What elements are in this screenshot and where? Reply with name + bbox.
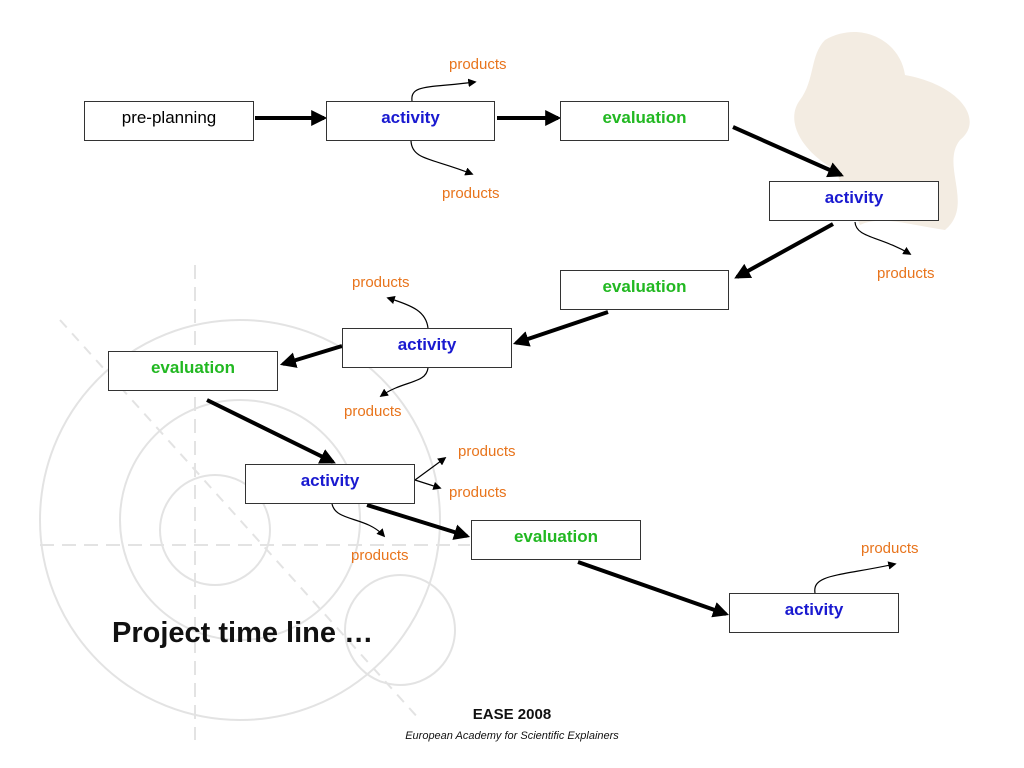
- footer-event: EASE 2008: [472, 706, 552, 723]
- flow-arrow: [206, 398, 336, 464]
- flow-arrow: [366, 503, 471, 540]
- activity-box: activity: [245, 464, 415, 504]
- flow-arrow: [577, 560, 730, 618]
- product-arrow: [410, 140, 474, 176]
- product-arrow: [411, 78, 477, 102]
- bg-circle-side: [344, 574, 456, 686]
- product-arrow: [814, 561, 897, 594]
- products-label: products: [458, 443, 516, 460]
- box-label: activity: [784, 600, 844, 619]
- product-arrow: [414, 457, 447, 481]
- flow-arrow: [512, 310, 609, 347]
- product-arrow: [414, 479, 442, 490]
- product-arrows: [331, 78, 912, 594]
- box-label: activity: [824, 188, 884, 207]
- flow-arrow: [279, 344, 343, 368]
- bg-figure-shape: [794, 32, 970, 230]
- evaluation-box: evaluation: [108, 351, 278, 391]
- footer-organization: European Academy for Scientific Explaine…: [405, 730, 619, 742]
- evaluation-box: evaluation: [471, 520, 641, 560]
- box-label: pre-planning: [121, 108, 217, 127]
- slide-title: Project time line …: [112, 617, 374, 649]
- flow-arrows: [206, 110, 844, 618]
- products-label: products: [352, 274, 410, 291]
- box-label: activity: [381, 108, 440, 127]
- bg-circle-small: [159, 474, 271, 586]
- product-arrow: [331, 503, 386, 538]
- activity-box: activity: [342, 328, 512, 368]
- box-label: evaluation: [513, 527, 599, 546]
- evaluation-box: evaluation: [560, 101, 729, 141]
- products-label: products: [877, 265, 935, 282]
- products-label: products: [351, 547, 409, 564]
- pre-planning-box: pre-planning: [84, 101, 254, 141]
- products-label: products: [449, 56, 507, 73]
- box-label: evaluation: [602, 108, 687, 127]
- activity-box: activity: [769, 181, 939, 221]
- flow-arrow: [732, 125, 844, 178]
- products-label: products: [449, 484, 507, 501]
- product-arrow: [379, 367, 429, 397]
- product-arrow: [854, 221, 912, 255]
- box-label: evaluation: [602, 277, 687, 296]
- bg-circle-large: [39, 319, 441, 721]
- box-label: evaluation: [150, 358, 236, 377]
- box-label: activity: [397, 335, 457, 354]
- activity-box: activity: [326, 101, 495, 141]
- products-label: products: [344, 403, 402, 420]
- flow-arrow: [734, 222, 834, 279]
- products-label: products: [442, 185, 500, 202]
- product-arrow: [386, 295, 429, 329]
- bg-circle-medium: [119, 399, 361, 641]
- products-label: products: [861, 540, 919, 557]
- box-label: activity: [300, 471, 360, 490]
- evaluation-box: evaluation: [560, 270, 729, 310]
- activity-box: activity: [729, 593, 899, 633]
